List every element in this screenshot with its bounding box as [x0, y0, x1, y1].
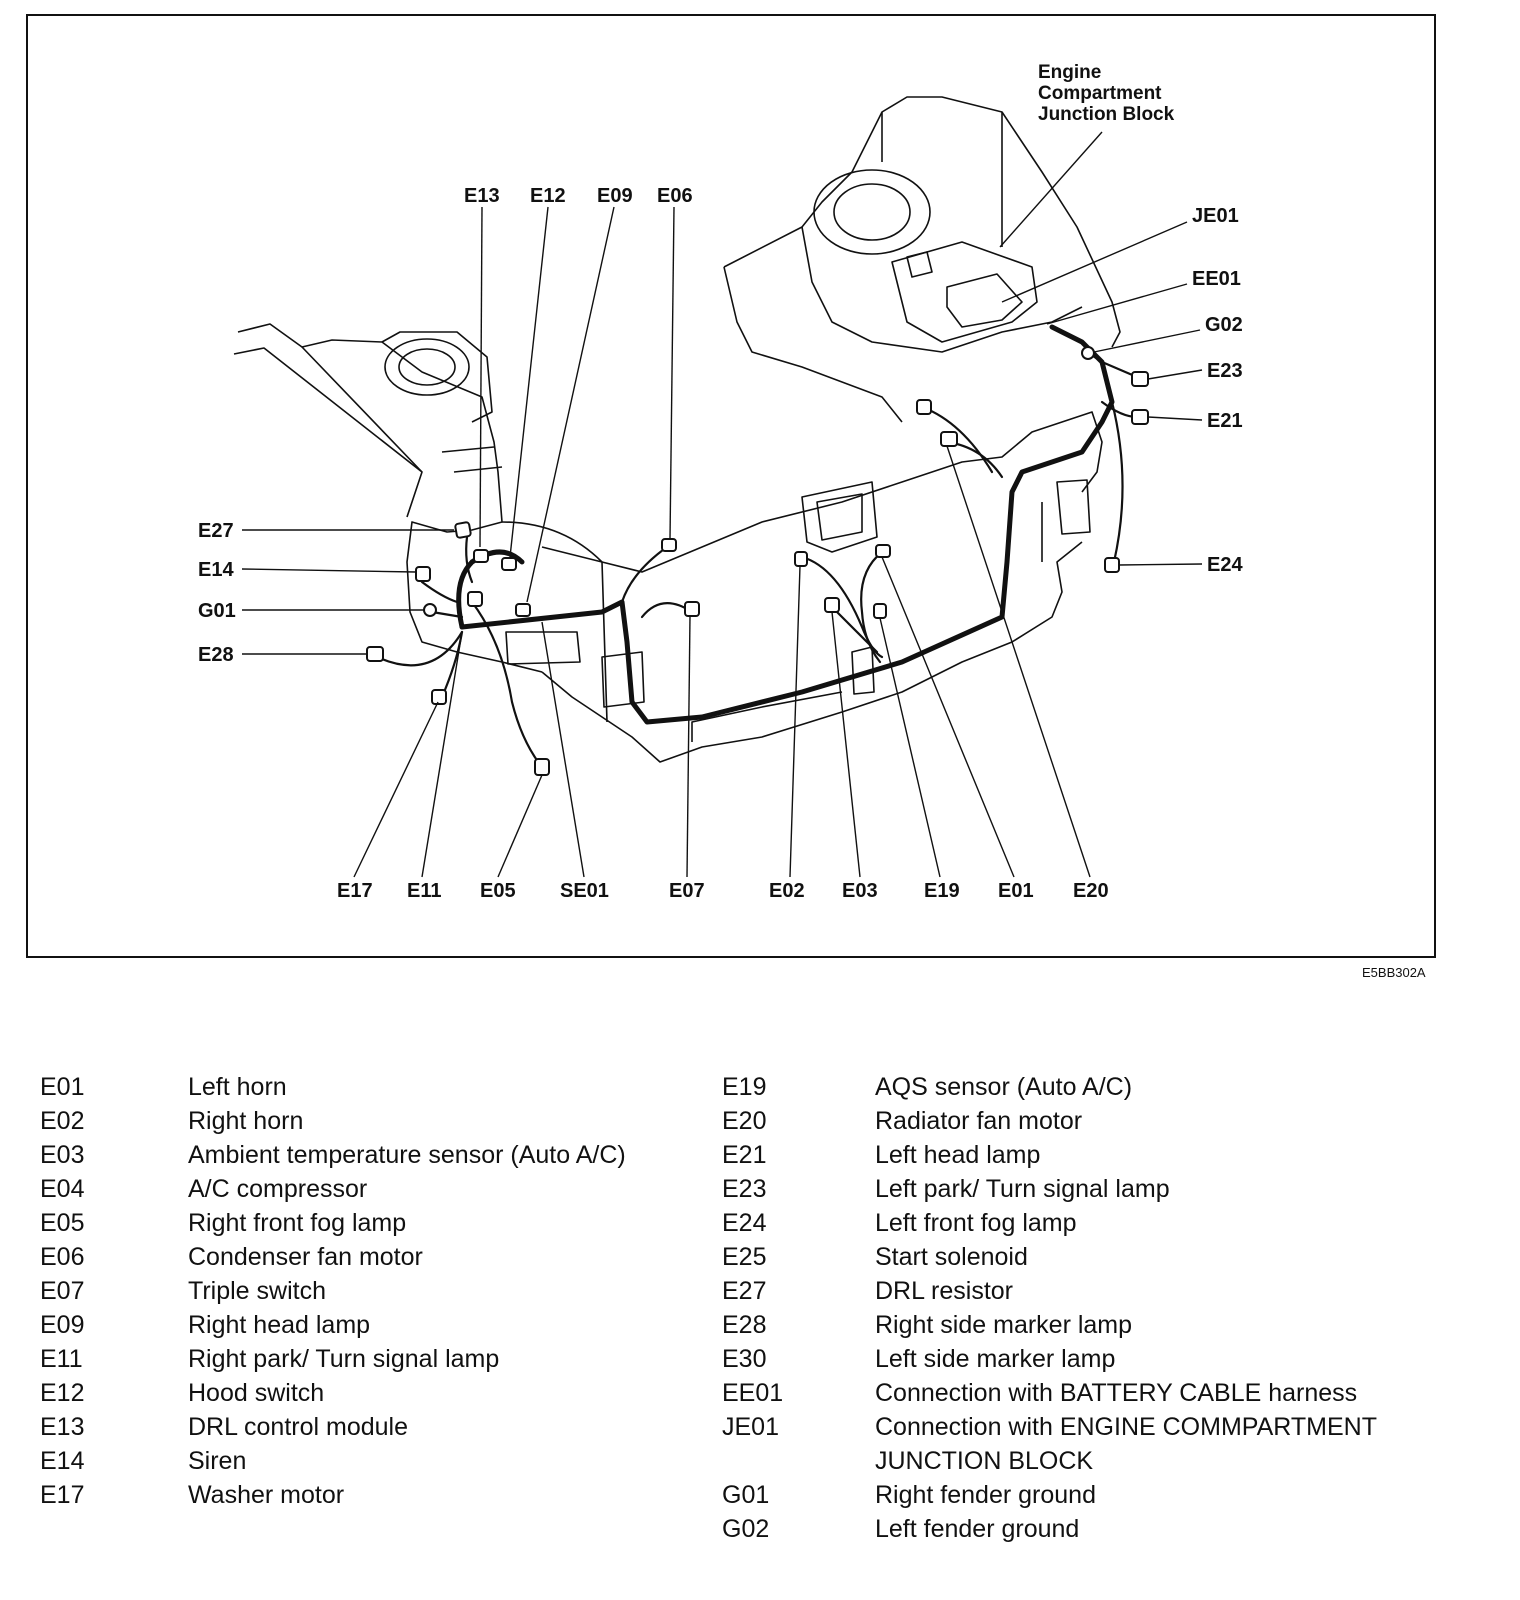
- callout-label: JE01: [1192, 205, 1239, 227]
- legend-desc: Start solenoid: [875, 1243, 1028, 1271]
- legend-desc: Left front fog lamp: [875, 1209, 1077, 1237]
- callout-label: E07: [669, 880, 705, 902]
- legend-code: E21: [722, 1141, 767, 1169]
- legend-code: E14: [40, 1447, 85, 1475]
- callout-label: E23: [1207, 360, 1243, 382]
- legend-code: E27: [722, 1277, 767, 1305]
- legend-desc: Siren: [188, 1447, 247, 1475]
- legend-code: E30: [722, 1345, 767, 1373]
- connectors: [366, 346, 1149, 776]
- legend-code: E11: [40, 1345, 83, 1373]
- callout-label: E01: [998, 880, 1034, 902]
- callout-label: E17: [337, 880, 373, 902]
- junction-block-label-line: Engine: [1038, 62, 1101, 83]
- callout-label: G01: [198, 600, 236, 622]
- callout-label: E03: [842, 880, 878, 902]
- legend-code: E05: [40, 1209, 85, 1237]
- legend-desc: Left horn: [188, 1073, 287, 1101]
- legend-desc: Triple switch: [188, 1277, 326, 1305]
- legend-desc: Ambient temperature sensor (Auto A/C): [188, 1141, 626, 1169]
- callout-label: E05: [480, 880, 516, 902]
- callout-label: E12: [530, 185, 566, 207]
- callout-label: E14: [198, 559, 234, 581]
- legend-code: E25: [722, 1243, 767, 1271]
- legend-desc: AQS sensor (Auto A/C): [875, 1073, 1133, 1101]
- legend-code: E02: [40, 1107, 85, 1135]
- legend-desc: Right horn: [188, 1107, 304, 1135]
- legend-code: E12: [40, 1379, 85, 1407]
- legend-code: E06: [40, 1243, 85, 1271]
- callout-label: E24: [1207, 554, 1243, 576]
- legend-code: E17: [40, 1481, 85, 1509]
- legend-desc: Hood switch: [188, 1379, 325, 1407]
- callout-label: E21: [1207, 410, 1243, 432]
- junction-block-label-line: Compartment: [1038, 83, 1162, 104]
- legend-desc: Connection with ENGINE COMMPARTMENT: [875, 1413, 1377, 1441]
- legend-desc: Left fender ground: [875, 1515, 1080, 1543]
- legend-code: E23: [722, 1175, 767, 1203]
- figure-code: E5BB302A: [1362, 965, 1426, 980]
- legend-desc: Right park/ Turn signal lamp: [188, 1345, 500, 1373]
- callout-label: E09: [597, 185, 633, 207]
- legend-code: G01: [722, 1481, 770, 1509]
- legend-code: E20: [722, 1107, 767, 1135]
- callout-label: E13: [464, 185, 500, 207]
- callout-label: E27: [198, 520, 234, 542]
- legend-code: G02: [722, 1515, 770, 1543]
- callout-label: E28: [198, 644, 234, 666]
- legend-desc: Right head lamp: [188, 1311, 371, 1339]
- legend-code: E24: [722, 1209, 767, 1237]
- legend-desc: DRL control module: [188, 1413, 409, 1441]
- legend-desc: JUNCTION BLOCK: [875, 1447, 1094, 1475]
- legend-code: E04: [40, 1175, 85, 1203]
- leader-lines: [241, 131, 1203, 878]
- legend-desc: Washer motor: [188, 1481, 345, 1509]
- legend-code: E03: [40, 1141, 85, 1169]
- legend-desc: Left park/ Turn signal lamp: [875, 1175, 1170, 1203]
- legend-desc: Right front fog lamp: [188, 1209, 407, 1237]
- legend-code: E28: [722, 1311, 767, 1339]
- callout-label: E02: [769, 880, 805, 902]
- legend-code: E13: [40, 1413, 85, 1441]
- callout-label: G02: [1205, 314, 1243, 336]
- legend-code: JE01: [722, 1413, 779, 1441]
- legend-desc: Left head lamp: [875, 1141, 1041, 1169]
- callout-label: EE01: [1192, 268, 1241, 290]
- callout-label: E20: [1073, 880, 1109, 902]
- legend-desc: Condenser fan motor: [188, 1243, 423, 1271]
- legend-code: E07: [40, 1277, 85, 1305]
- legend-code: EE01: [722, 1379, 784, 1407]
- callout-label: SE01: [560, 880, 609, 902]
- harness-main: [456, 324, 1115, 725]
- callout-label: E06: [657, 185, 693, 207]
- callout-labels: E13 E12 E09 E06 E27 E14 G01 E28 JE01 EE0…: [198, 62, 1243, 902]
- wiring-diagram-figure: E13 E12 E09 E06 E27 E14 G01 E28 JE01 EE0…: [26, 14, 1436, 958]
- callout-label: E19: [924, 880, 960, 902]
- legend-desc: Radiator fan motor: [875, 1107, 1083, 1135]
- legend-code: E01: [40, 1073, 85, 1101]
- legend-desc: DRL resistor: [875, 1277, 1013, 1305]
- legend-desc: Connection with BATTERY CABLE harness: [875, 1379, 1358, 1407]
- callout-label: E11: [407, 880, 441, 902]
- legend-desc: Left side marker lamp: [875, 1345, 1116, 1373]
- legend-desc: Right fender ground: [875, 1481, 1096, 1509]
- engine-harness-illustration: E13 E12 E09 E06 E27 E14 G01 E28 JE01 EE0…: [198, 62, 1243, 902]
- legend-desc: Right side marker lamp: [875, 1311, 1133, 1339]
- legend-desc: A/C compressor: [188, 1175, 368, 1203]
- legend-code: E19: [722, 1073, 767, 1101]
- junction-block-label-line: Junction Block: [1038, 104, 1175, 125]
- legend-code: E09: [40, 1311, 85, 1339]
